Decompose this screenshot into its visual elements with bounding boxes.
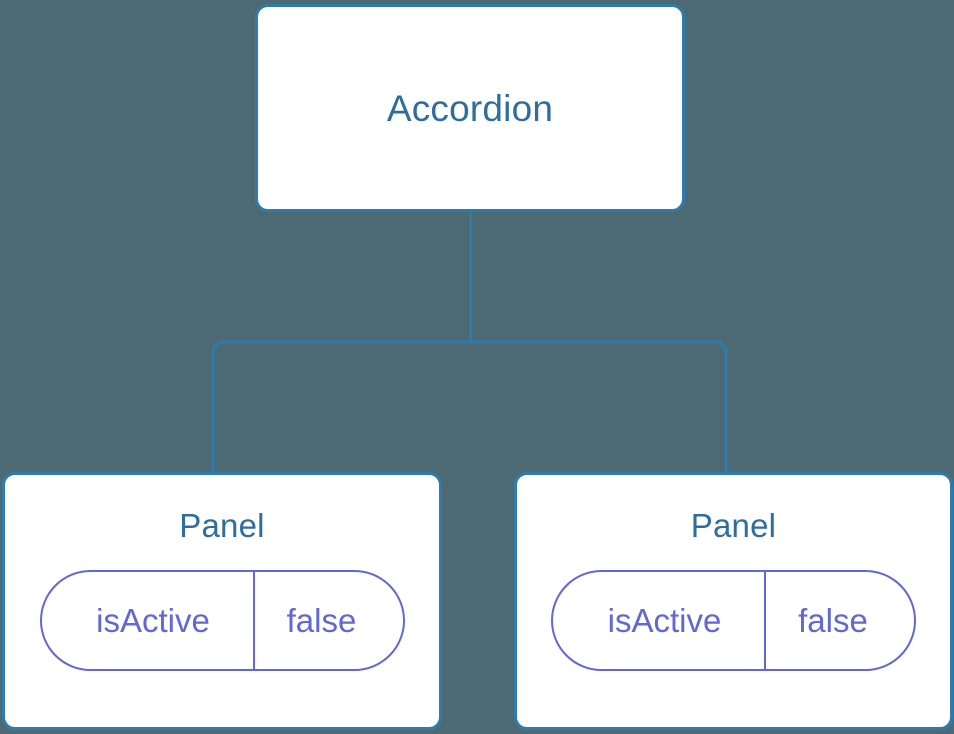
- node-panel-left[interactable]: Panel isActive false: [2, 472, 442, 730]
- node-accordion[interactable]: Accordion: [255, 4, 685, 212]
- prop-pill-right[interactable]: isActive false: [551, 570, 916, 671]
- connector-to-right-panel: [470, 340, 728, 474]
- node-panel-right[interactable]: Panel isActive false: [514, 472, 953, 730]
- node-panel-left-title: Panel: [179, 507, 265, 544]
- prop-key-isactive-right: isActive: [607, 602, 722, 639]
- prop-value-isactive-right: false: [764, 572, 914, 669]
- prop-key-isactive-left: isActive: [96, 602, 210, 639]
- connector-to-left-panel: [211, 340, 471, 474]
- node-accordion-title: Accordion: [386, 87, 554, 129]
- prop-value-isactive-left: false: [252, 572, 403, 669]
- node-panel-right-title: Panel: [690, 507, 777, 544]
- prop-pill-left[interactable]: isActive false: [39, 570, 405, 671]
